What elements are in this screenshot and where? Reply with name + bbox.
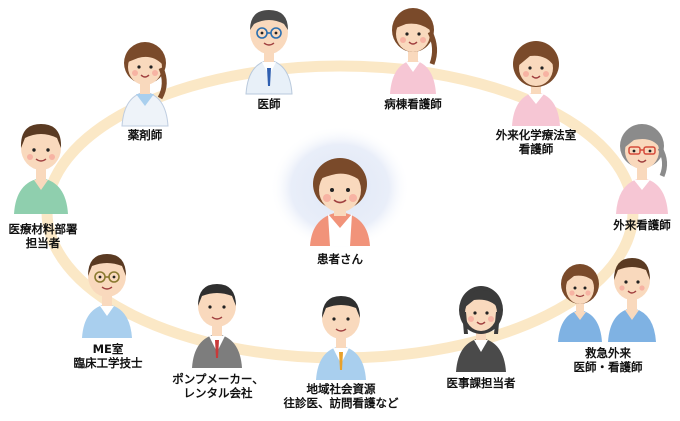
chemo-nurse-label: 外来化学療法室 看護師 — [495, 128, 577, 156]
chemo-nurse-figure — [506, 36, 566, 126]
materials-staff-figure — [10, 118, 72, 214]
ward-nurse-figure — [384, 2, 442, 94]
outpatient-nurse-label: 外来看護師 — [613, 218, 671, 232]
emergency-label: 救急外来 医師・看護師 — [573, 346, 643, 374]
outpatient-nurse-figure — [612, 118, 672, 214]
emergency-staff-figure — [556, 256, 658, 342]
community-label: 地域社会資源 往診医、訪問看護など — [283, 382, 399, 410]
pump-maker-label: ポンプメーカー、 レンタル会社 — [172, 372, 264, 400]
pump-maker-figure — [188, 282, 246, 368]
admin-staff-figure — [452, 282, 510, 372]
doctor-figure — [240, 2, 298, 95]
ward-nurse-label: 病棟看護師 — [384, 97, 442, 111]
patient-figure — [270, 126, 410, 250]
community-figure — [312, 292, 370, 380]
pharmacist-label: 薬剤師 — [127, 128, 163, 142]
pharmacist-figure — [116, 36, 174, 127]
me-room-label: ME室 臨床工学技士 — [73, 342, 143, 370]
admin-label: 医事課担当者 — [446, 376, 516, 390]
patient-label: 患者さん — [317, 252, 363, 266]
me-engineer-figure — [78, 250, 136, 338]
doctor-label: 医師 — [257, 97, 281, 111]
materials-label: 医療材料部署 担当者 — [8, 222, 78, 250]
